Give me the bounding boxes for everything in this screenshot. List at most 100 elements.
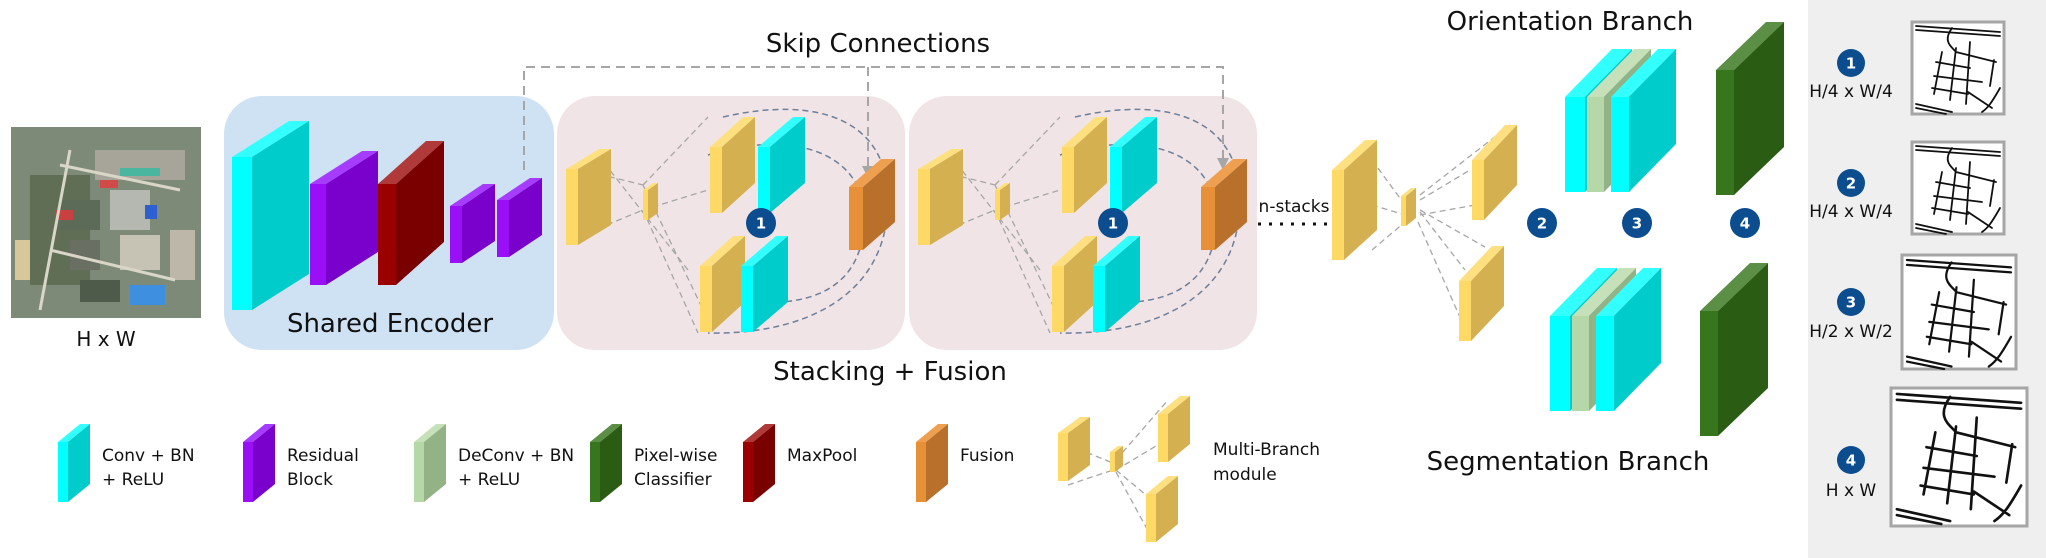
encoder-residual-block-5 — [497, 178, 542, 257]
connection-line — [1067, 469, 1114, 486]
connection-line — [1419, 211, 1466, 271]
output-size-label: H/4 x W/4 — [1809, 202, 1893, 222]
skip-connection-lines — [523, 66, 1224, 170]
segmentation-branch-title: Segmentation Branch — [1427, 447, 1710, 477]
branch-badge-4: 4 — [1730, 208, 1760, 238]
output-masks: 1H/4 x W/42H/4 x W/43H/2 x W/24H x W — [1809, 20, 2029, 528]
conv-upper-block — [758, 117, 805, 213]
legend-item-conv: Conv + BN + ReLU — [58, 424, 195, 502]
multibranch-upper-block — [710, 117, 755, 213]
final-multibranch-module — [1332, 124, 1517, 341]
multibranch-lower-block — [700, 236, 745, 332]
legend-swatch-residual — [243, 424, 275, 502]
legend-swatch-maxpool — [743, 424, 775, 502]
legend-label: module — [1213, 465, 1277, 485]
encoder-maxpool-block-3 — [378, 141, 444, 285]
fusion-curve — [1059, 108, 1241, 334]
legend-label: DeConv + BN — [458, 446, 574, 466]
output-badge-1: 1 — [1837, 49, 1865, 77]
legend-swatch-input — [1058, 417, 1090, 481]
segmentation-conv-block-2 — [1596, 268, 1661, 411]
connection-line — [1371, 204, 1406, 216]
segmentation-classifier-block — [1700, 263, 1768, 436]
connection-line — [642, 116, 709, 186]
output-size-label: H/4 x W/4 — [1809, 82, 1893, 102]
legend-item-multibranch: Multi-Branch module — [1058, 396, 1320, 542]
conv-lower-block — [1093, 236, 1140, 332]
legend-item-maxpool: MaxPool — [743, 424, 857, 502]
legend-swatch-conv — [58, 424, 90, 502]
connection-line — [1417, 221, 1471, 341]
legend-swatch-upper — [1158, 396, 1190, 462]
multibranch-upper-block — [1062, 117, 1107, 213]
connection-line — [1067, 444, 1114, 464]
multibranch-bottleneck-block — [643, 183, 658, 220]
connection-line — [1419, 169, 1471, 201]
multibranch-lower-block — [1052, 236, 1097, 332]
legend-label: Classifier — [634, 470, 712, 490]
legend-item-fusion: Fusion — [916, 424, 1014, 502]
legend-swatch-classifier — [590, 424, 622, 502]
legend-swatch-deconv — [414, 424, 446, 502]
multibranch-input-block — [566, 149, 611, 245]
svg-text:2: 2 — [1846, 175, 1856, 193]
connection-line — [1115, 399, 1169, 461]
conv-lower-block — [741, 236, 788, 332]
legend-label: MaxPool — [787, 446, 857, 466]
shared-encoder-title: Shared Encoder — [287, 309, 493, 339]
legend-label: Multi-Branch — [1213, 440, 1320, 460]
orientation-conv-block-2 — [1611, 49, 1676, 192]
legend-label: Conv + BN — [102, 446, 195, 466]
legend-swatch-lower — [1146, 476, 1178, 542]
legend-swatch-fusion — [916, 424, 948, 502]
stacking-fusion-title: Stacking + Fusion — [773, 357, 1007, 387]
branch-badge-3: 3 — [1622, 208, 1652, 238]
fusion-block — [849, 159, 895, 250]
multibranch-segmentation-block — [1459, 246, 1504, 341]
skip-arrow-2 — [1217, 158, 1229, 170]
branch-badge-2: 2 — [1527, 208, 1557, 238]
badges: 1 1 2 3 4 — [746, 208, 1760, 238]
legend-label: Pixel-wise — [634, 446, 717, 466]
stack-1-badge: 1 — [746, 208, 776, 238]
output-badge-4: 4 — [1837, 446, 1865, 474]
orientation-branch-title: Orientation Branch — [1447, 7, 1694, 37]
layer-blocks — [232, 22, 1784, 436]
output-2: 2H/4 x W/4 — [1809, 140, 2006, 236]
legend-label: Block — [287, 470, 333, 490]
multibranch-bottleneck-block — [995, 183, 1010, 220]
stack-module-1 — [566, 108, 895, 334]
orientation-branch-blocks — [1565, 22, 1784, 195]
n-stacks-label: n-stacks — [1259, 197, 1330, 217]
connection-line — [1371, 221, 1406, 251]
svg-text:3: 3 — [1632, 215, 1642, 233]
legend-swatch-bottleneck — [1110, 446, 1123, 472]
multibranch-bottleneck-block — [1401, 188, 1416, 226]
encoder-residual-block-2 — [310, 151, 378, 285]
legend-label: Fusion — [960, 446, 1014, 466]
stack-module-2 — [918, 108, 1247, 334]
svg-text:4: 4 — [1846, 452, 1856, 470]
connection-line — [994, 209, 1051, 334]
orientation-classifier-block — [1716, 22, 1784, 195]
output-4: 4H x W — [1826, 386, 2029, 528]
svg-text:2: 2 — [1537, 215, 1547, 233]
legend-label: Residual — [287, 446, 359, 466]
output-1: 1H/4 x W/4 — [1809, 20, 2006, 116]
svg-text:4: 4 — [1740, 215, 1750, 233]
fusion-block — [1201, 159, 1247, 250]
stack-panel-2 — [909, 96, 1257, 350]
road-mask-image — [1910, 20, 2006, 116]
stack-2-badge: 1 — [1098, 208, 1128, 238]
output-badge-3: 3 — [1837, 288, 1865, 316]
connection-line — [994, 116, 1061, 186]
road-mask-image — [1900, 253, 2018, 371]
connection-line — [1419, 204, 1476, 216]
input-size-label: H x W — [76, 327, 136, 351]
road-mask-image — [1889, 386, 2029, 528]
svg-text:1: 1 — [1108, 215, 1118, 233]
encoder-conv-block-1 — [232, 121, 309, 310]
multibranch-orientation-block — [1472, 125, 1517, 220]
